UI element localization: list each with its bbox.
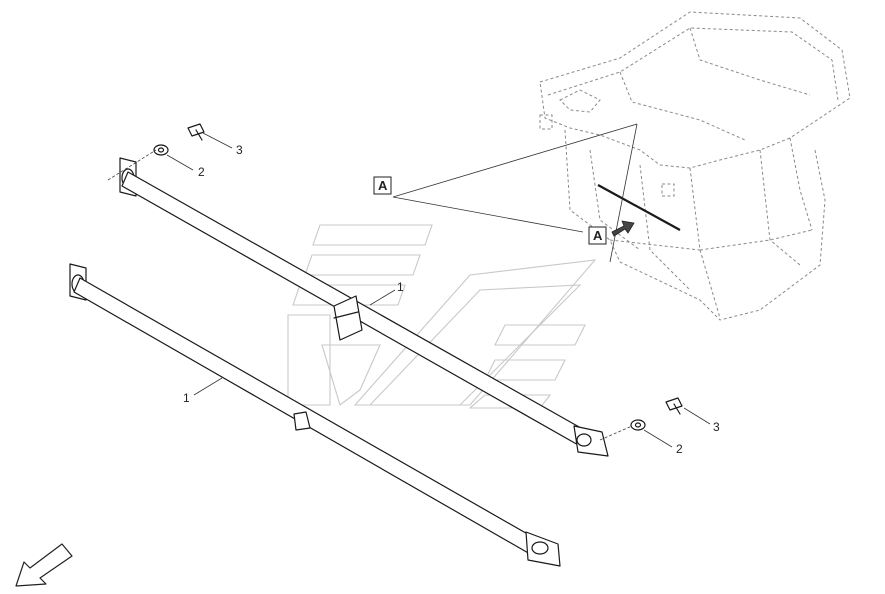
callout-washer-left: 2 <box>198 165 205 179</box>
svg-text:A: A <box>593 228 603 243</box>
svg-text:A: A <box>378 178 388 193</box>
machine-bracket <box>539 114 553 130</box>
washer-left <box>153 144 169 156</box>
bolt-right <box>665 397 683 415</box>
rod-lower <box>69 263 561 567</box>
callout-washer-right: 2 <box>676 442 683 456</box>
rod-upper <box>119 157 609 457</box>
orientation-arrow-icon <box>15 543 73 587</box>
bolt-left <box>187 123 205 141</box>
callout-rod-upper: 1 <box>397 280 404 294</box>
detail-label-inset: A <box>588 226 607 245</box>
detail-label-main: A <box>373 176 392 195</box>
detail-leader-lines <box>392 123 638 263</box>
callout-bolt-left: 3 <box>236 143 243 157</box>
machine-outline <box>539 11 851 321</box>
location-arrow-icon <box>611 220 635 237</box>
callout-bolt-right: 3 <box>713 420 720 434</box>
callout-leaders <box>166 132 711 448</box>
callout-rod-lower: 1 <box>183 391 190 405</box>
machine-bracket <box>661 183 675 197</box>
rod-installed <box>597 184 681 231</box>
washer-right <box>630 419 646 431</box>
watermark-logo <box>287 224 597 409</box>
